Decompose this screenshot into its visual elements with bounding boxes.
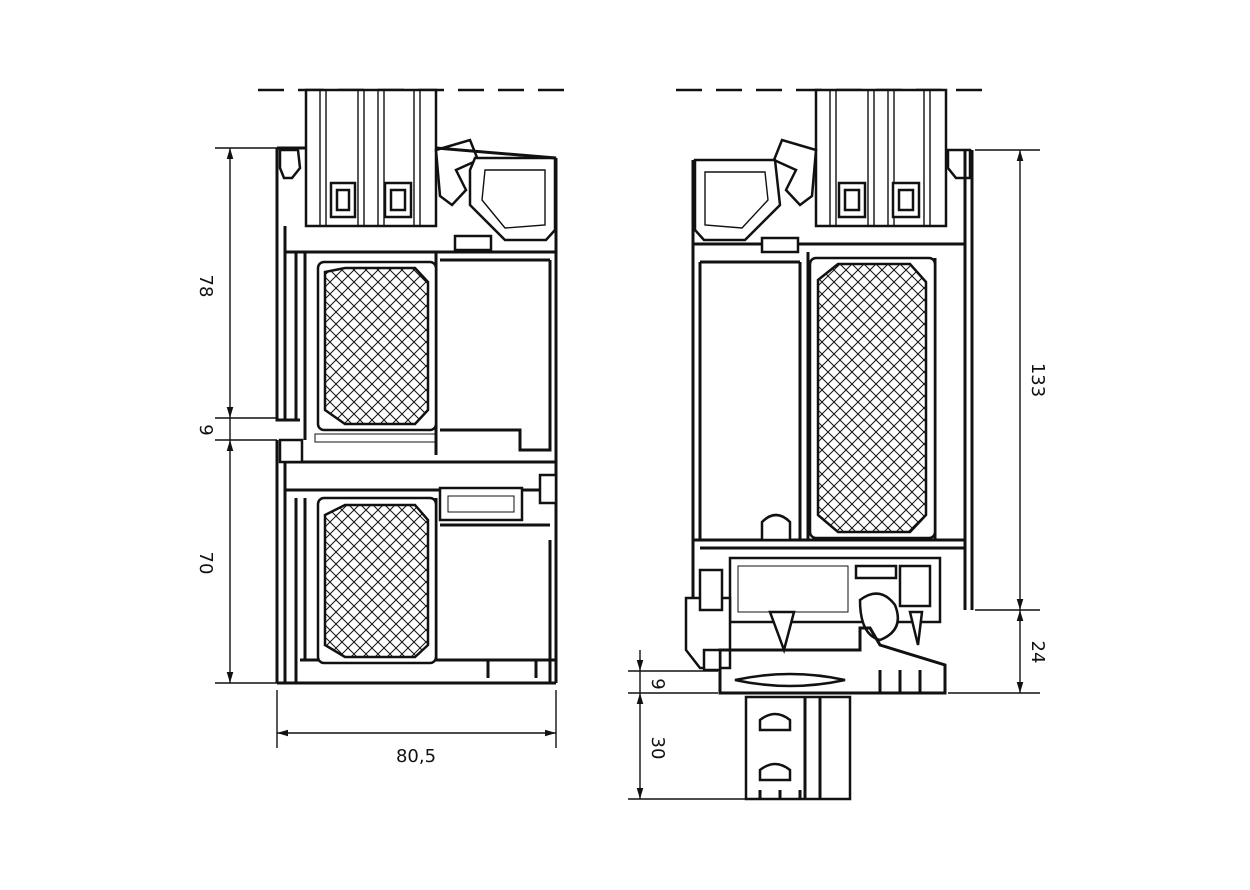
dim-label-70: 70: [195, 552, 216, 575]
right-glazing-seal-inner: [772, 138, 818, 207]
dim-label-9-right: 9: [647, 678, 668, 689]
right-sub-sill: [744, 695, 852, 801]
right-threshold: [684, 556, 947, 695]
dim-label-9-left: 9: [195, 424, 216, 435]
left-lower-frame: [275, 438, 558, 685]
left-upper-sash: [275, 146, 558, 470]
dim-label-78: 78: [195, 275, 216, 298]
left-dimension-lines: [215, 147, 557, 748]
right-frame-body: [691, 150, 974, 610]
dim-label-24: 24: [1027, 641, 1048, 664]
right-glazing-unit: [814, 88, 948, 228]
left-glazing-seals: [278, 138, 480, 207]
left-glazing-unit: [304, 88, 438, 228]
left-profile-section: 78 9 70 80,5: [195, 88, 578, 767]
right-glazing-seal-outer: [946, 148, 972, 180]
right-profile-section: 133 24 9 30: [628, 88, 1048, 801]
dim-label-80-5: 80,5: [396, 746, 436, 767]
right-glazing-bead: [693, 158, 782, 242]
right-dimension-lines: [628, 149, 1040, 800]
dim-label-30: 30: [647, 737, 668, 760]
dim-label-133: 133: [1027, 363, 1048, 397]
